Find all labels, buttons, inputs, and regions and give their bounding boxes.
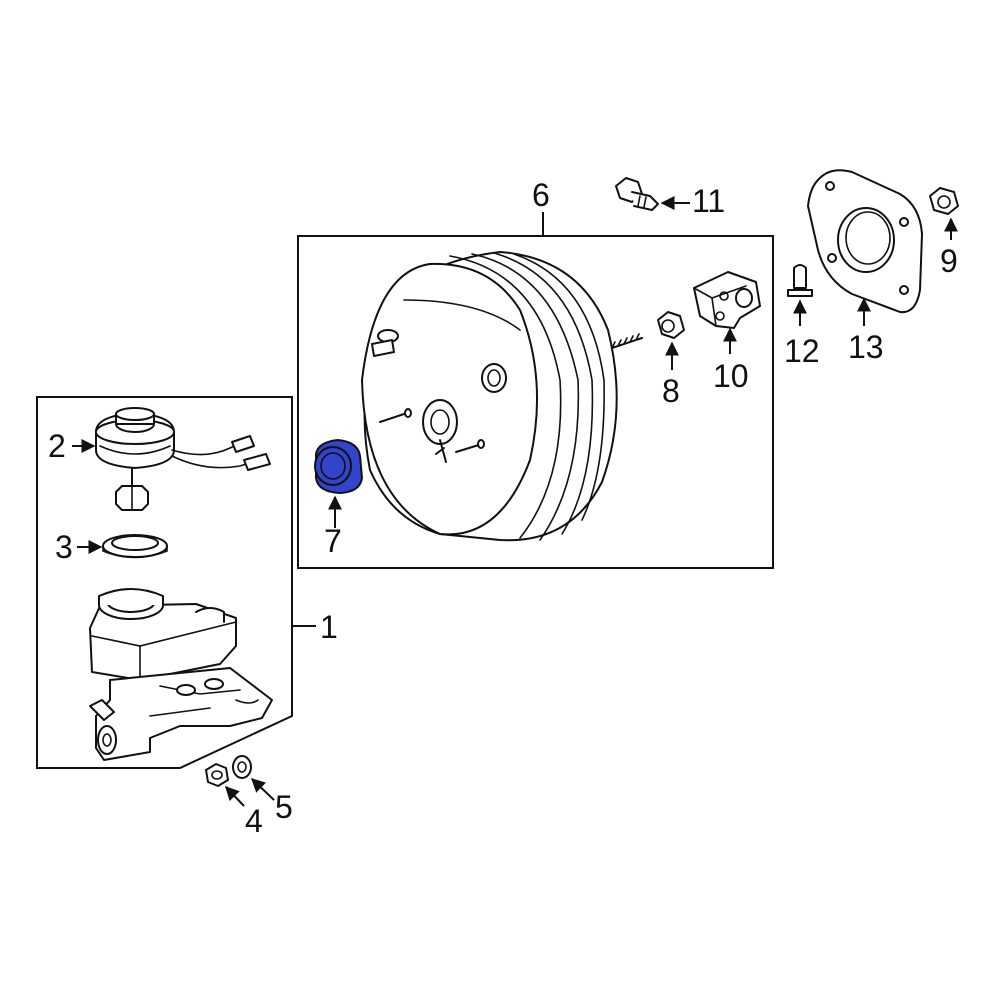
- reservoir-cap-sensor-part: [95, 407, 271, 511]
- bolt-part: [615, 177, 659, 211]
- booster-nut-part: [657, 311, 685, 339]
- callout-4-arrow: [225, 785, 245, 807]
- booster-seal-part-highlighted: [314, 439, 363, 494]
- clevis-bracket-part: [693, 271, 761, 329]
- callout-12: 12: [784, 333, 820, 369]
- callout-4: 4: [245, 803, 263, 839]
- callout-5: 5: [275, 789, 293, 825]
- callout-6: 6: [532, 177, 550, 213]
- callout-13: 13: [848, 329, 884, 365]
- reservoir-seal-part: [102, 534, 168, 559]
- callout-5-arrow: [250, 778, 275, 801]
- nut-part: [205, 763, 229, 787]
- callout-8: 8: [662, 373, 680, 409]
- gasket-plate-part: [807, 169, 923, 314]
- booster-group-box: [297, 235, 774, 569]
- brake-booster-part: [361, 251, 643, 542]
- callout-2: 2: [48, 428, 66, 464]
- master-cylinder-part: [89, 588, 273, 761]
- master-cylinder-group-box: [36, 396, 293, 769]
- callout-11: 11: [692, 183, 725, 219]
- callout-1: 1: [320, 609, 338, 645]
- callout-9: 9: [940, 243, 958, 279]
- callout-3: 3: [55, 529, 73, 565]
- callout-10: 10: [713, 358, 749, 394]
- pin-part: [787, 264, 813, 297]
- callout-7: 7: [324, 523, 342, 559]
- plate-nut-part: [929, 187, 959, 215]
- washer-part: [232, 755, 252, 779]
